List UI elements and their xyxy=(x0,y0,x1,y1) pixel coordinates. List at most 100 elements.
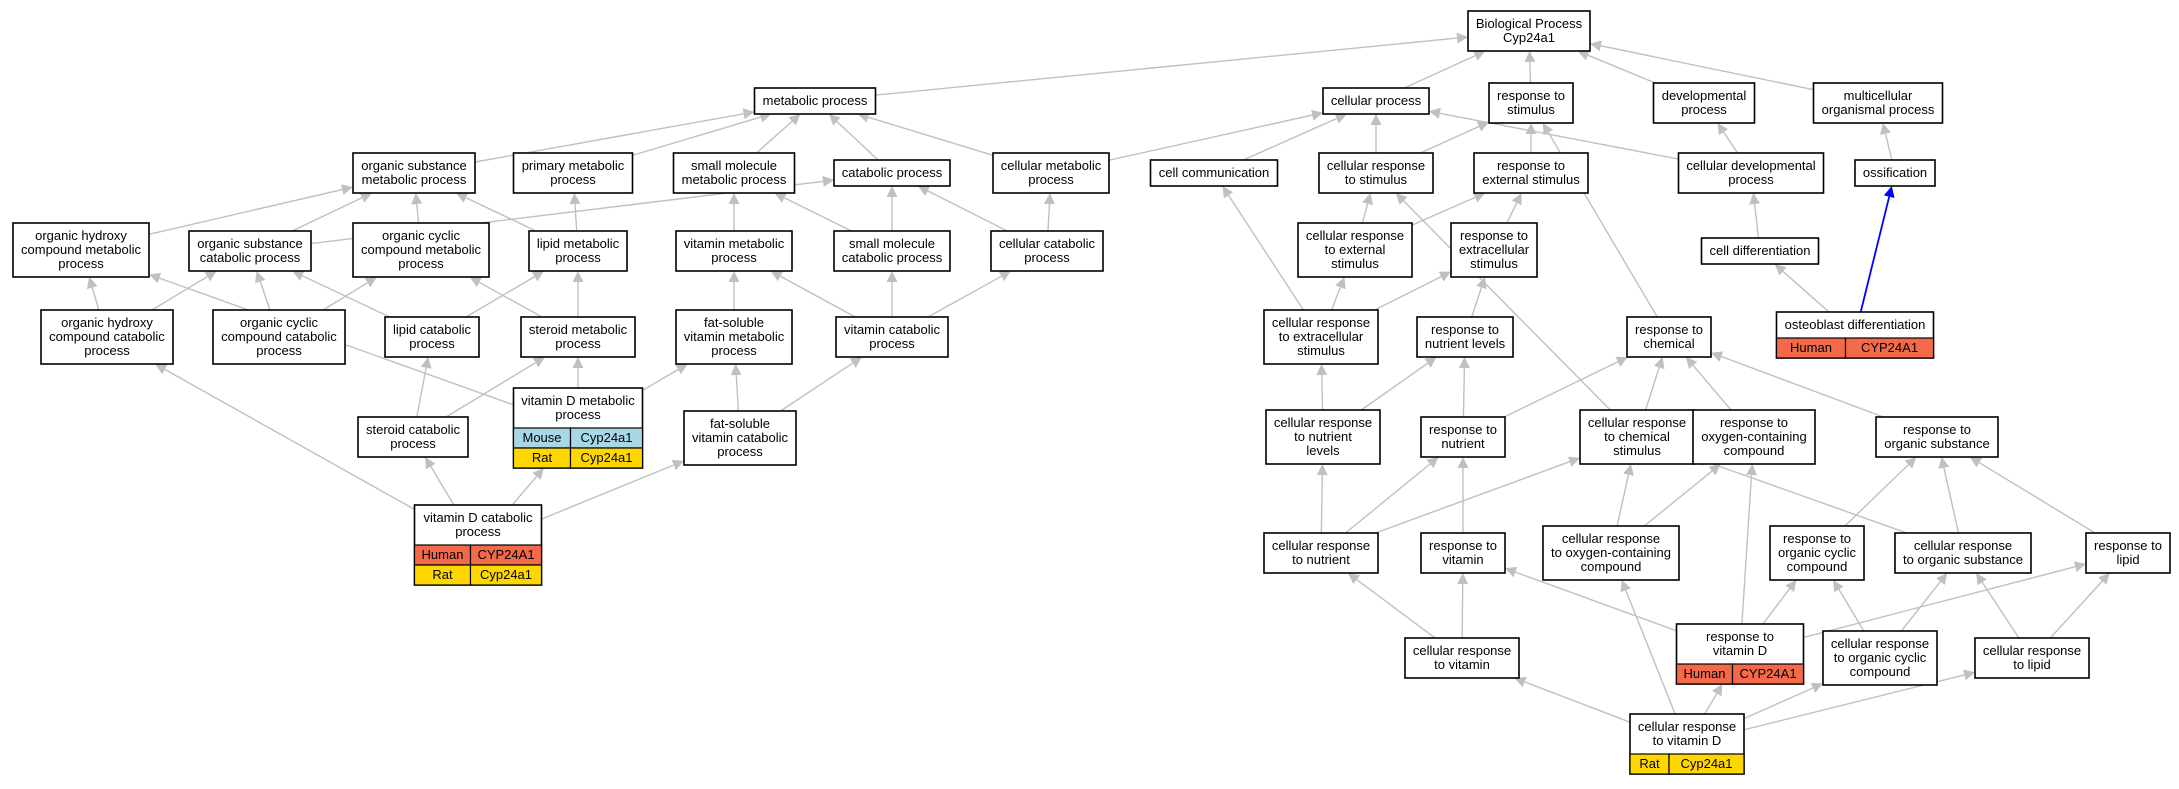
edge-cell_resp_vit-to-resp_vit xyxy=(1461,583,1464,639)
edge-arrowhead xyxy=(1969,457,1983,468)
go-term-label: cell differentiation xyxy=(1710,243,1811,258)
edge-cell_resp_org_cyc-to-cell_resp_org_sub xyxy=(1900,581,1941,632)
go-term-label: to organic cyclic xyxy=(1834,650,1927,665)
gene-symbol: CYP24A1 xyxy=(477,547,534,562)
go-term-label: organic cyclic xyxy=(1778,545,1857,560)
edge-resp_oxy-to-resp_chem xyxy=(1692,364,1732,411)
edge-arrowhead xyxy=(1511,193,1522,206)
go-term-label: catabolic process xyxy=(842,165,943,180)
edge-cell_resp_ext-to-resp_ext xyxy=(1411,196,1476,226)
go-term-label: Biological Process xyxy=(1476,16,1583,31)
edge-arrowhead xyxy=(1395,193,1408,205)
edge-cell_resp_nutr_lev-to-resp_nutr_lev xyxy=(1360,362,1429,411)
edge-resp_vitD-to-resp_oxy xyxy=(1741,474,1753,625)
edge-resp_stim-to-bp xyxy=(1529,61,1532,84)
go-term-label: compound xyxy=(1724,443,1785,458)
edge-arrowhead xyxy=(1938,457,1950,469)
species-label: Rat xyxy=(532,450,553,465)
edge-cell_resp_vitD-to-cell_resp_org_cyc xyxy=(1743,687,1814,720)
edge-steroid_cat-to-steroid_met xyxy=(445,362,536,418)
edge-lipid_cat-to-org_sub_cat xyxy=(302,275,390,318)
edge-vit_cat-to-cell_cat xyxy=(927,275,1002,318)
edge-arrowhead xyxy=(341,184,353,195)
go-term-label: metabolic process xyxy=(362,172,467,187)
go-term-label: response to xyxy=(1635,322,1703,337)
edge-org_hydroxy_cat-to-org_hydroxy_met xyxy=(91,287,100,311)
edge-arrowhead xyxy=(1524,51,1536,63)
edge-osteoblast-to-cell_diff xyxy=(1782,270,1830,313)
go-term-label: catabolic process xyxy=(200,250,301,265)
edge-arrowhead xyxy=(886,186,898,197)
edge-arrowhead xyxy=(1976,573,1987,586)
go-term-label: process xyxy=(1681,102,1727,117)
go-term-label: stimulus xyxy=(1470,256,1518,271)
species-label: Mouse xyxy=(522,430,561,445)
go-term-label: lipid metabolic xyxy=(537,236,620,251)
edge-arrowhead xyxy=(1334,113,1347,124)
go-term-label: extracellular xyxy=(1459,242,1530,257)
go-term-label: stimulus xyxy=(1331,256,1379,271)
go-term-label: process xyxy=(84,343,130,358)
go-term-label: response to xyxy=(1429,538,1497,553)
go-term-label: process xyxy=(390,436,436,451)
edge-arrowhead xyxy=(425,457,436,470)
go-term-label: cellular response xyxy=(1274,415,1372,430)
edge-fat_vit_cat-to-vit_cat xyxy=(780,362,854,412)
edge-arrowhead xyxy=(1620,580,1631,593)
edge-arrowhead xyxy=(1043,193,1055,205)
go-term-label: response to xyxy=(1431,322,1499,337)
go-term-label: vitamin xyxy=(1442,552,1483,567)
edge-cell_resp_extracell-to-cell_resp_ext xyxy=(1330,286,1342,311)
go-term-label: response to xyxy=(1720,415,1788,430)
edge-arrowhead xyxy=(728,271,740,282)
edge-arrowhead xyxy=(1654,357,1665,370)
go-term-label: vitamin D xyxy=(1713,643,1767,658)
edge-metabolic-to-bp xyxy=(875,37,1458,96)
edge-arrowhead xyxy=(998,271,1011,282)
edge-arrowhead xyxy=(149,272,162,284)
go-term-label: steroid metabolic xyxy=(529,322,628,337)
go-term-label: stimulus xyxy=(1507,102,1555,117)
edge-arrowhead xyxy=(1316,464,1328,476)
edge-arrowhead xyxy=(1880,123,1891,135)
go-term-label: cellular response xyxy=(1638,719,1736,734)
edge-org_cyc_cat-to-org_sub_cat xyxy=(259,281,271,311)
edge-arrowhead xyxy=(1904,457,1917,469)
go-term-label: cellular response xyxy=(1562,531,1660,546)
go-term-label: nutrient levels xyxy=(1425,336,1506,351)
edge-org_sub_cat-to-org_sub_met xyxy=(291,197,363,232)
go-term-cell-comm: cell communication xyxy=(1149,159,1279,187)
edge-org_hydroxy_cat-to-org_sub_cat xyxy=(151,276,208,311)
edge-catabolic-to-metabolic xyxy=(836,120,879,161)
edge-cell_resp_ext-to-cell_resp_stim xyxy=(1361,203,1369,224)
go-term-label: to vitamin D xyxy=(1653,733,1722,748)
edge-resp_nutr-to-resp_nutr_lev xyxy=(1462,367,1466,418)
edge-arrowhead xyxy=(204,271,217,282)
go-term-label: process xyxy=(717,444,763,459)
edge-arrowhead xyxy=(420,357,432,369)
go-term-label: organic substance xyxy=(361,158,467,173)
edge-arrowhead xyxy=(1746,464,1757,476)
edge-cell_diff-to-cell_dev xyxy=(1753,203,1760,239)
edge-lipid_cat-to-lipid_met xyxy=(465,275,535,318)
edge-cell_cat-to-catabolic xyxy=(927,190,1008,232)
edge-vitD_cat-to-steroid_cat xyxy=(430,466,455,506)
edge-arrowhead xyxy=(469,277,482,288)
